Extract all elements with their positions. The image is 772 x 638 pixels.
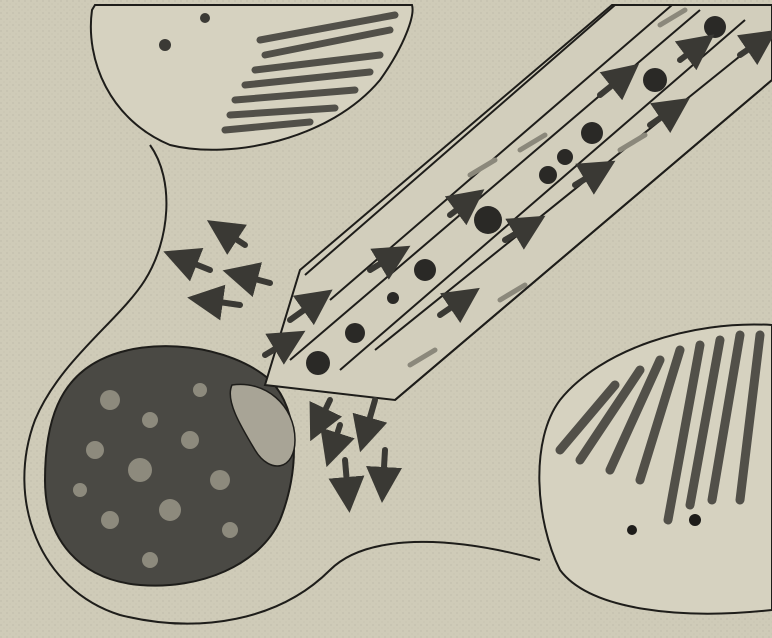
right-cell-granule <box>689 514 701 526</box>
lower-left-cell-body <box>45 346 295 586</box>
flow-arrow <box>383 450 385 485</box>
upper-cell-granule <box>200 13 210 23</box>
flow-arrow <box>345 460 348 495</box>
upper-cell-granule <box>159 39 171 51</box>
right-cell-granule <box>627 525 637 535</box>
